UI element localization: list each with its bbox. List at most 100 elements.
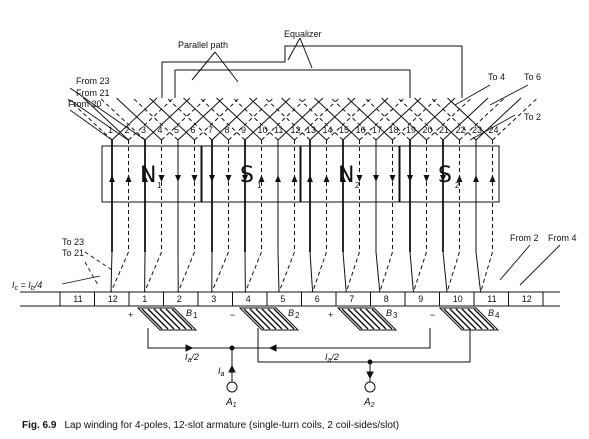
current-arrow-left (185, 344, 194, 352)
brush-subscript: 4 (495, 311, 500, 320)
end-connection-top (277, 97, 324, 141)
conductor-number: 9 (241, 125, 246, 135)
current-direction-arrow (340, 175, 346, 182)
brush-hatch (455, 308, 477, 330)
current-half-right: Ia/2 (325, 352, 339, 364)
conductor-number: 11 (274, 125, 283, 135)
from-23-label: From 23 (76, 76, 110, 86)
parallel-path-pointer-2 (214, 51, 239, 83)
conductor-number: 23 (472, 125, 482, 135)
end-connection-top (199, 97, 246, 141)
from-21-label: From 21 (76, 88, 110, 98)
current-direction-arrow (291, 175, 298, 182)
pole-subscript: 2 (455, 181, 460, 190)
brush-hatch (341, 308, 363, 330)
current-direction-arrow (407, 175, 413, 182)
ic-symbol: I (12, 280, 15, 290)
pole-letter: S (438, 163, 452, 188)
end-connection-top (281, 97, 327, 141)
current-direction-arrow (356, 175, 363, 182)
end-connection-top (426, 97, 472, 141)
incoming-lead (69, 109, 113, 141)
commutator-segment-number: 11 (73, 294, 82, 304)
end-connection-top (249, 97, 295, 141)
brush-hatch (443, 308, 465, 330)
terminal-a1-label: A1 (225, 397, 237, 409)
commutator-segment-number: 12 (108, 294, 118, 304)
brush-hatch (147, 308, 169, 330)
current-direction-arrow (242, 175, 248, 182)
to-2-label: To 2 (524, 112, 541, 122)
figure-number: Fig. 6.9 (22, 420, 57, 431)
end-connection-top (359, 97, 405, 141)
parallel-path-pointer-1 (191, 51, 216, 81)
end-connection-bottom (144, 251, 162, 293)
current-arrow-a2 (366, 371, 374, 380)
conductor-number: 16 (356, 125, 366, 135)
end-connection-bottom (110, 251, 129, 293)
conductor-number: 8 (225, 125, 230, 135)
junction-a1 (229, 345, 235, 351)
end-connection-top (397, 97, 444, 141)
equalizer-rings (161, 37, 463, 98)
end-connection-bottom (475, 251, 482, 293)
end-connection-top (261, 97, 307, 141)
conductor-number: 24 (489, 125, 499, 135)
pole-box (101, 145, 202, 203)
brush-hatch (153, 308, 175, 330)
conductor-number: 20 (423, 125, 433, 135)
end-connection-top (166, 97, 213, 141)
to-23-label: To 23 (62, 237, 84, 247)
end-connection-top (177, 97, 224, 141)
commutator-segment-number: 10 (453, 294, 463, 304)
terminal-a2-label: A2 (363, 397, 375, 409)
current-direction-arrow (307, 175, 313, 182)
end-connection-top (183, 97, 229, 141)
outgoing-lead (489, 84, 529, 106)
end-connection-bottom (110, 251, 113, 293)
end-connection-top (326, 97, 372, 141)
brush-hatch (249, 308, 271, 330)
end-connection-top (144, 97, 191, 141)
winding-wires (66, 84, 561, 293)
brush-hatch (461, 308, 483, 330)
current-direction-arrow (473, 175, 479, 182)
end-connection-top (430, 97, 477, 141)
brush-hatch (273, 308, 295, 330)
end-connection-top (375, 97, 422, 141)
equalizer-label: Equalizer (284, 29, 322, 39)
pole-letter: S (240, 163, 254, 188)
conductor-number: 18 (389, 125, 399, 135)
to-4-label: To 4 (488, 72, 505, 82)
pole-letter: N (140, 163, 156, 188)
end-connection-top (128, 97, 174, 141)
figure-caption-text: Lap winding for 4-poles, 12-slot armatur… (64, 420, 399, 431)
brush-hatch (159, 308, 181, 330)
brush-subscript: 1 (193, 311, 198, 320)
commutator-segment (508, 291, 544, 307)
conductor-number: 17 (372, 125, 382, 135)
equalizer-ring-outer (161, 45, 463, 98)
end-connection-bottom (480, 251, 493, 293)
end-connection-bottom (409, 251, 414, 293)
brush-label: B (186, 308, 192, 318)
current-arrow-right (268, 344, 277, 352)
current-direction-arrow (423, 175, 430, 182)
ic-pointer (61, 275, 101, 285)
from-20-label: From 20 (68, 99, 102, 109)
ic-equation: Ic = Ib/4 (12, 275, 101, 292)
brush-hatch (255, 308, 277, 330)
conductor-number: 21 (439, 125, 449, 135)
equalizer-ring-inner (174, 69, 411, 98)
to-21-label: To 21 (62, 248, 84, 258)
parallel-path-label: Parallel path (178, 40, 228, 50)
brush-hatch (353, 308, 375, 330)
end-connection-top (409, 97, 456, 141)
terminal-a1 (226, 381, 238, 393)
